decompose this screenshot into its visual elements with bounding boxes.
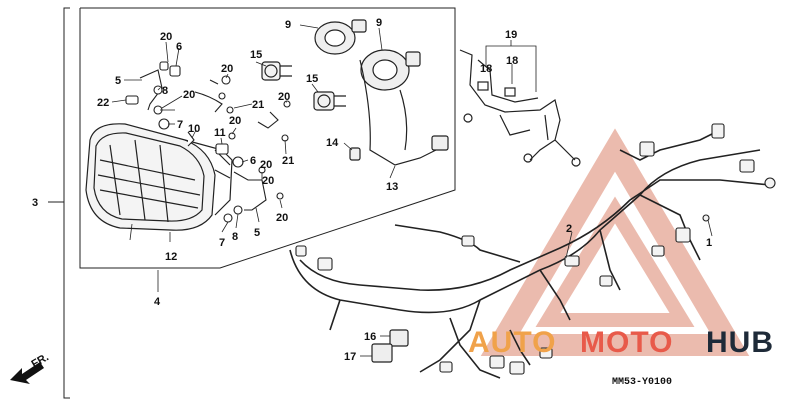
- watermark-part-1: AUTO: [468, 326, 556, 359]
- main-harness-drawing: [289, 129, 771, 379]
- connectors-drawing: [295, 123, 776, 375]
- leader-lines: [111, 24, 713, 357]
- front-marker: FR.: [30, 351, 51, 370]
- callout-labels: 1 2 3 4 5 5 6 6 7 7 8 8 9 9 10 11 12 13 …: [32, 17, 712, 363]
- front-arrow-icon: [10, 362, 44, 384]
- callout-20e: 20: [229, 115, 241, 127]
- callout-7a: 7: [177, 119, 183, 131]
- callout-20g: 20: [276, 212, 288, 224]
- watermark-text: AUTO MOTO HUB: [468, 326, 774, 359]
- callout-6a: 6: [176, 41, 182, 53]
- callout-18a: 18: [480, 63, 492, 75]
- callout-5b: 5: [254, 227, 260, 239]
- callout-15b: 15: [306, 73, 318, 85]
- relay-drawing: [371, 329, 409, 363]
- headlight-stay-drawing: [459, 49, 581, 167]
- callout-4: 4: [154, 296, 161, 308]
- callout-20c: 20: [221, 63, 233, 75]
- watermark-part-3: HUB: [706, 326, 774, 359]
- callout-12: 12: [165, 251, 177, 263]
- callout-10: 10: [188, 123, 200, 135]
- callout-20a: 20: [160, 31, 172, 43]
- headlight-frame: [79, 7, 456, 269]
- callout-16: 16: [364, 331, 376, 343]
- callout-21a: 21: [252, 99, 264, 111]
- callout-6b: 6: [250, 155, 256, 167]
- callout-9b: 9: [376, 17, 382, 29]
- callout-1: 1: [706, 237, 712, 249]
- callout-20d: 20: [278, 91, 290, 103]
- callout-13: 13: [386, 181, 398, 193]
- callout-18b: 18: [506, 55, 518, 67]
- socket-harness-drawing: [314, 19, 449, 166]
- callout-15a: 15: [250, 49, 262, 61]
- callout-21b: 21: [282, 155, 294, 167]
- bulb-drawing: [261, 61, 346, 111]
- callout-20h: 20: [260, 159, 272, 171]
- callout-9a: 9: [285, 19, 291, 31]
- callout-2: 2: [566, 223, 572, 235]
- callout-19: 19: [505, 29, 517, 41]
- callout-14: 14: [326, 137, 339, 149]
- callout-7b: 7: [219, 237, 225, 249]
- watermark-logo: [480, 128, 750, 356]
- drawing-code: MM53-Y0100: [612, 377, 672, 388]
- watermark-part-2: MOTO: [580, 326, 673, 359]
- headlight-housing-drawing: [85, 123, 233, 231]
- callout-11: 11: [214, 127, 226, 139]
- callout-3: 3: [32, 197, 38, 209]
- callout-22: 22: [97, 97, 109, 109]
- callout-8b: 8: [232, 231, 238, 243]
- outer-frame: [48, 7, 70, 399]
- callout-17: 17: [344, 351, 356, 363]
- callout-5a: 5: [115, 75, 121, 87]
- callout-20b: 20: [183, 89, 195, 101]
- callout-8a: 8: [162, 85, 168, 97]
- callout-20f: 20: [262, 175, 274, 187]
